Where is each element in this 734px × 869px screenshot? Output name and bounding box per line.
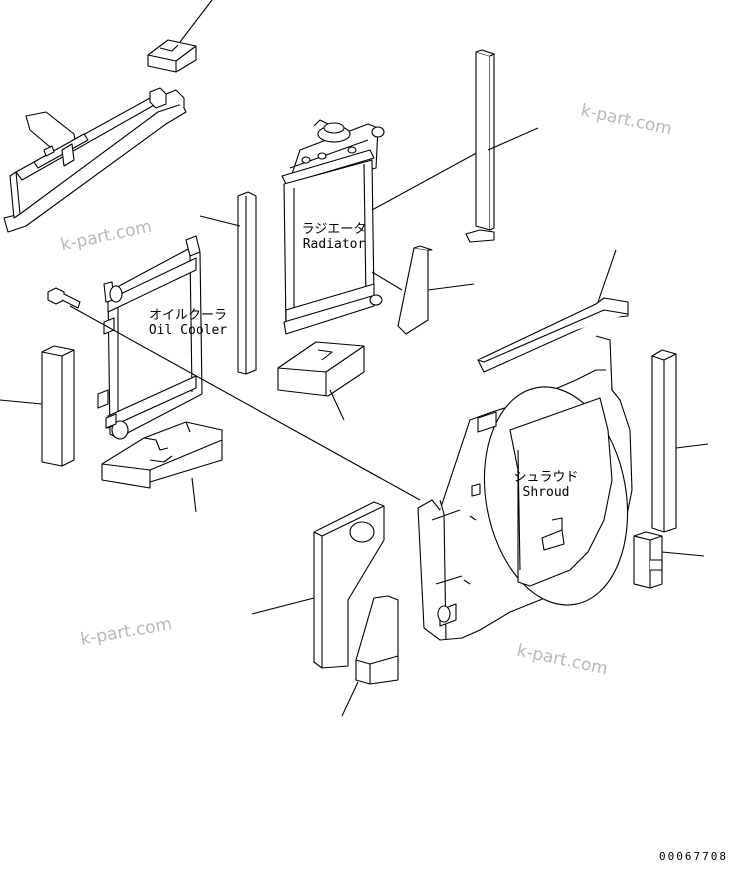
- shroud-label: シュラウド Shroud: [513, 470, 578, 500]
- oil-cooler-spacer-block: [101, 421, 223, 513]
- wedge-block: [397, 245, 475, 335]
- shroud-label-en: Shroud: [522, 485, 570, 500]
- top-spacer-block: [147, 0, 213, 73]
- shroud-label-jp: シュラウド: [513, 470, 579, 485]
- oil-cooler-drawing: [97, 235, 203, 440]
- drawing-code: 00067708: [659, 850, 728, 863]
- vertical-strip-seal: [465, 49, 539, 243]
- tall-spacer-block: [0, 345, 75, 467]
- right-small-block: [633, 531, 705, 589]
- oil-cooler-label-jp: オイルクーラ: [148, 308, 227, 323]
- bolt: [47, 287, 421, 501]
- baffle-plate: [251, 501, 385, 669]
- radiator-label: ラジエータ Radiator: [302, 222, 367, 252]
- right-strip-seal: [651, 349, 709, 533]
- side-strip-seal: [199, 191, 257, 375]
- oil-cooler-label-en: Oil Cooler: [148, 323, 228, 338]
- shroud-drawing: [417, 335, 633, 641]
- bottom-wedge-block: [341, 595, 399, 717]
- radiator-spacer-block: [277, 341, 365, 421]
- angled-seal-bar: [477, 249, 629, 373]
- radiator-label-jp: ラジエータ: [301, 222, 367, 237]
- radiator-label-en: Radiator: [302, 237, 366, 252]
- bracket-assembly: [3, 87, 187, 233]
- radiator-drawing: [281, 119, 483, 335]
- oil-cooler-label: オイルクーラ Oil Cooler: [149, 308, 227, 338]
